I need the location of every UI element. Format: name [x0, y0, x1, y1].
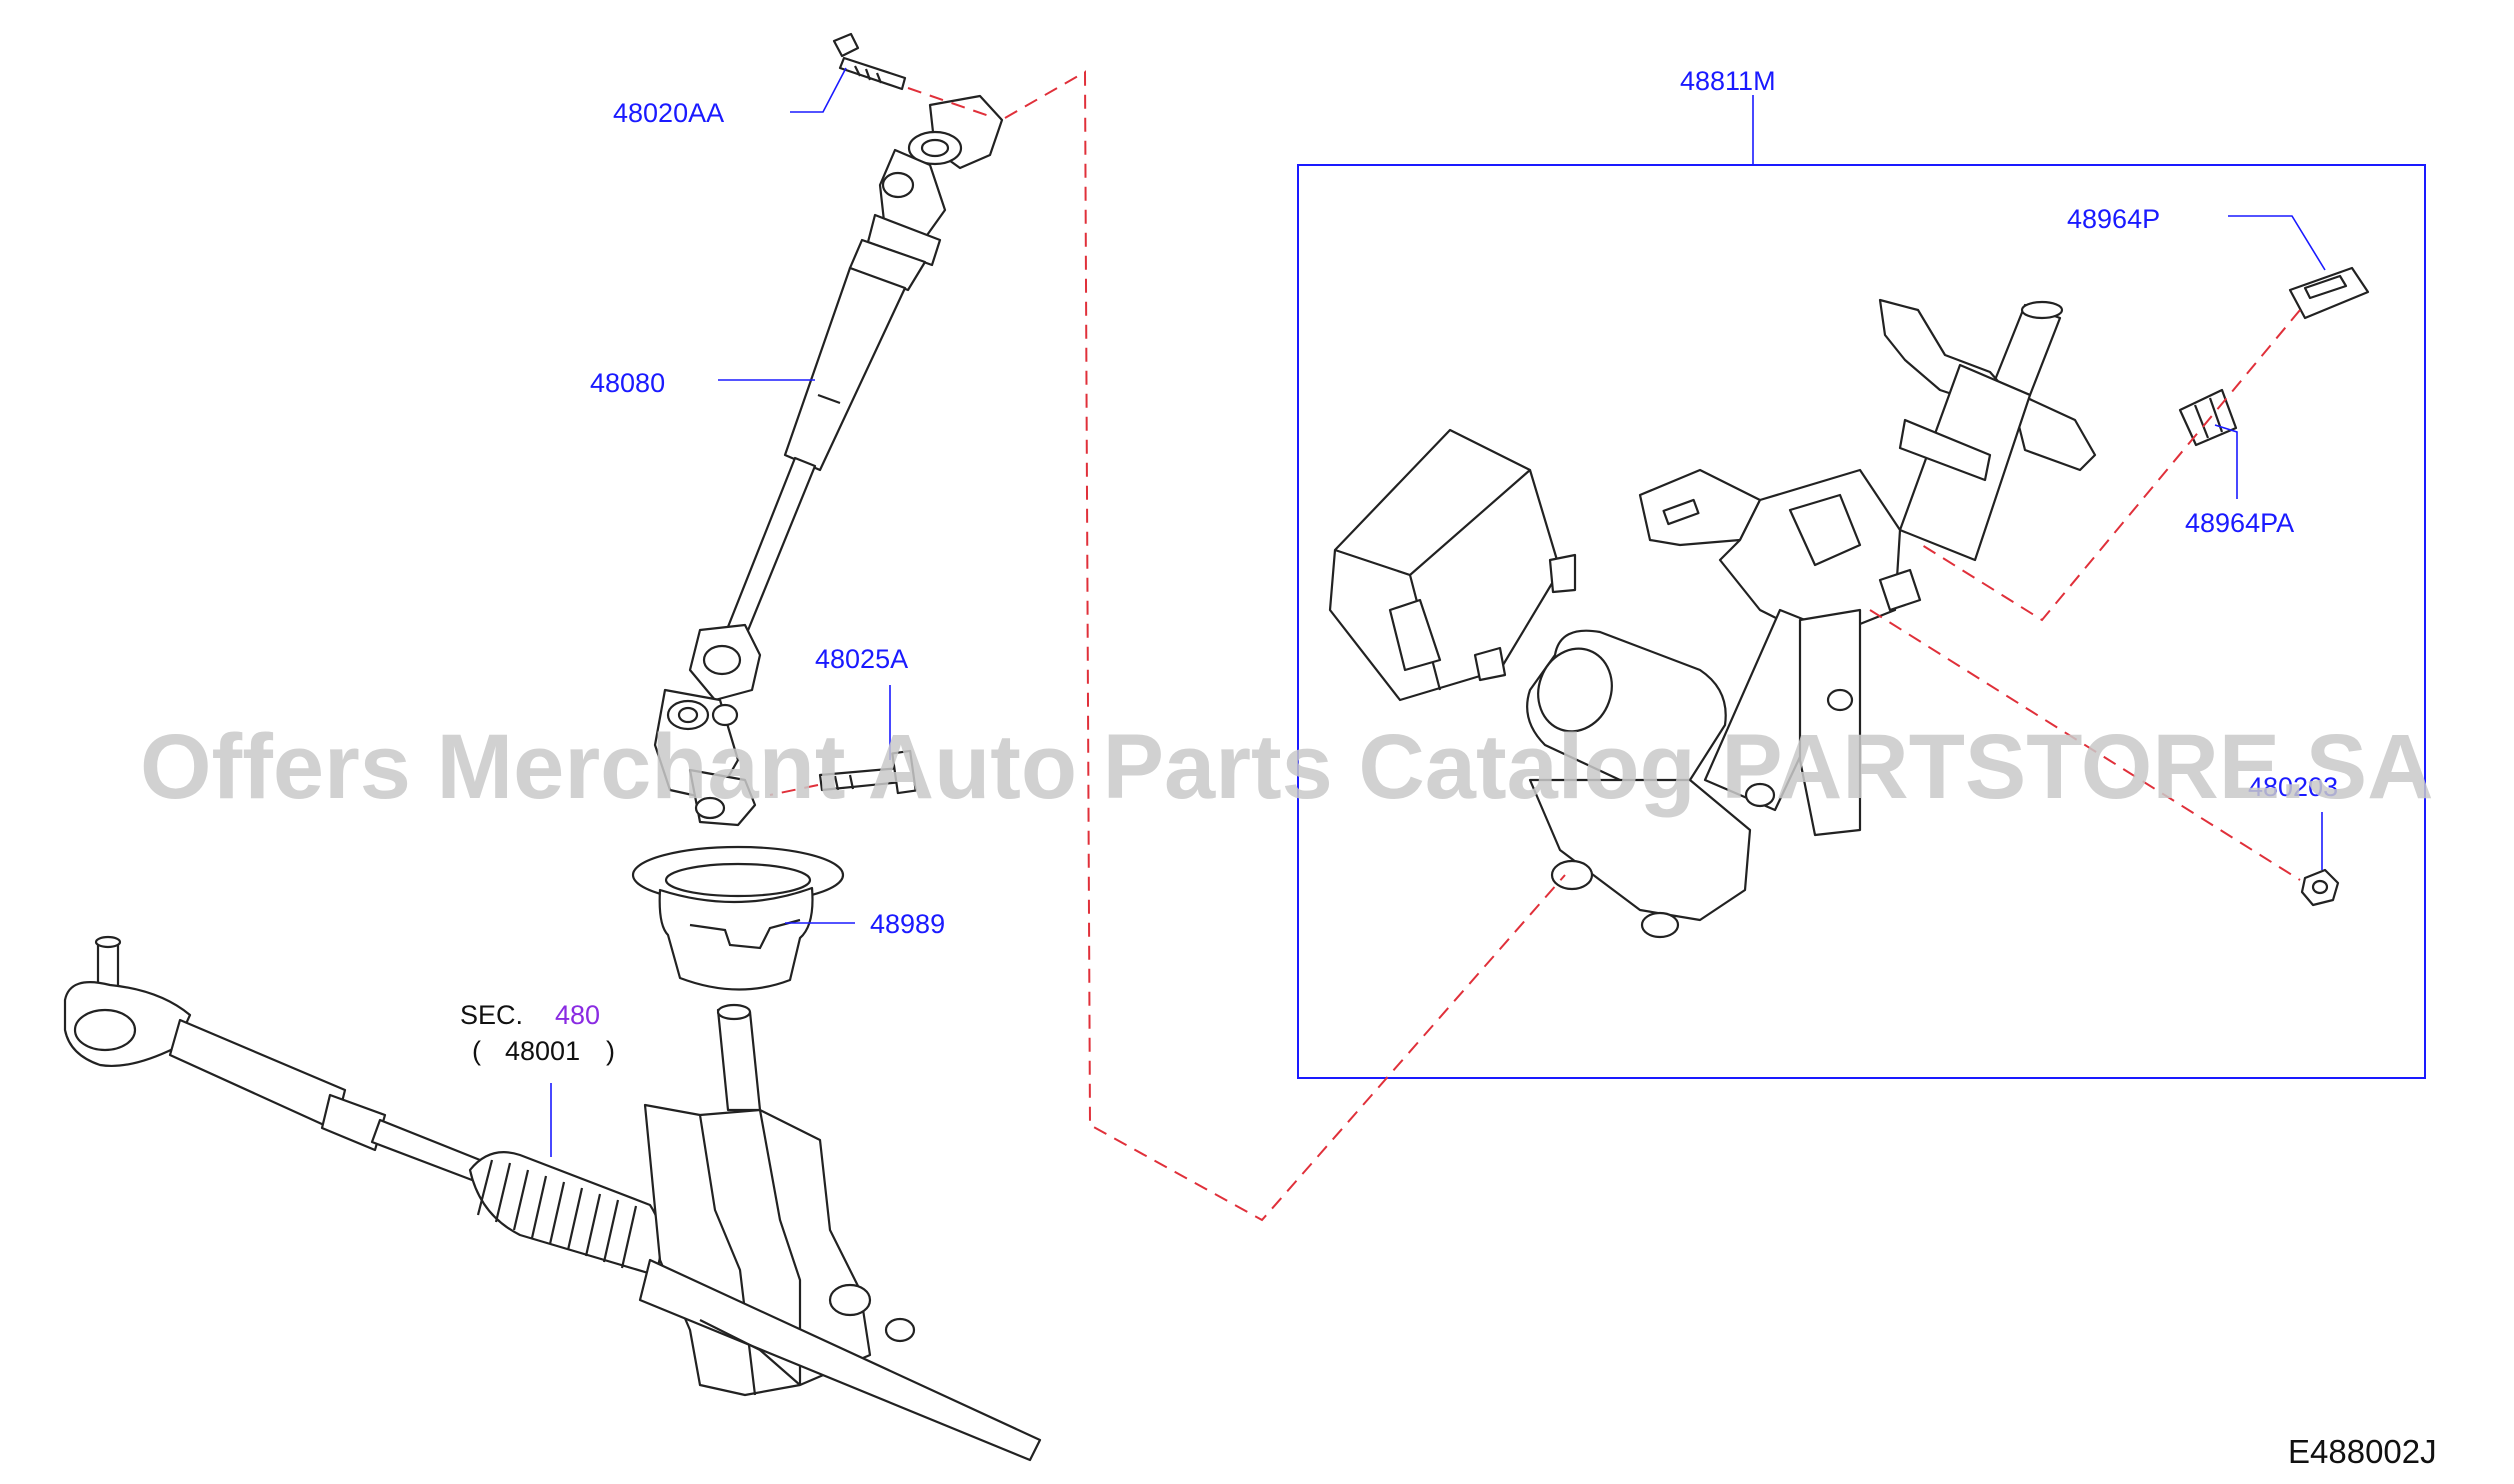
grommet-48989 [631, 845, 845, 991]
label-480203[interactable]: 480203 [2248, 772, 2338, 802]
label-sec-number[interactable]: 480 [555, 1000, 600, 1030]
bolt-48025a [818, 749, 917, 795]
assembly-box-48811m [1297, 164, 2426, 1079]
label-sec-open-paren: ( [472, 1036, 481, 1066]
dashed-line-clips [1921, 309, 2301, 622]
dashed-line-nut [1869, 609, 2301, 881]
label-48964p[interactable]: 48964P [2067, 204, 2160, 234]
dashed-line-bolt-48020aa [907, 87, 996, 119]
label-48080[interactable]: 48080 [590, 368, 665, 398]
steering-rack-48001 [63, 935, 1042, 1462]
bolt-48020aa [832, 32, 907, 91]
clip-48964pa [2178, 388, 2238, 447]
label-48001: 48001 [505, 1036, 580, 1066]
leader-48964p [2228, 215, 2326, 271]
label-sec-close-paren: ) [606, 1036, 615, 1066]
watermark: Offers Merchant Auto Parts Catalog PARTS… [140, 716, 2434, 818]
clip-48964p [2288, 266, 2370, 320]
label-48989[interactable]: 48989 [870, 909, 945, 939]
label-sec-prefix: SEC. [460, 1000, 523, 1030]
label-48811m[interactable]: 48811M [1680, 66, 1776, 96]
label-48964pa[interactable]: 48964PA [2185, 508, 2294, 538]
nut-480203 [2300, 868, 2340, 907]
steering-shaft-48080 [653, 94, 1004, 827]
label-48025a[interactable]: 48025A [815, 644, 908, 674]
label-48020aa[interactable]: 48020AA [613, 98, 724, 128]
diagram-code: E488002J [2288, 1433, 2437, 1470]
leader-48964pa [2214, 424, 2238, 499]
steering-column-48811m [1328, 298, 2097, 939]
dashed-line-bolt-48025a [769, 784, 819, 796]
leader-48020aa [790, 67, 847, 113]
